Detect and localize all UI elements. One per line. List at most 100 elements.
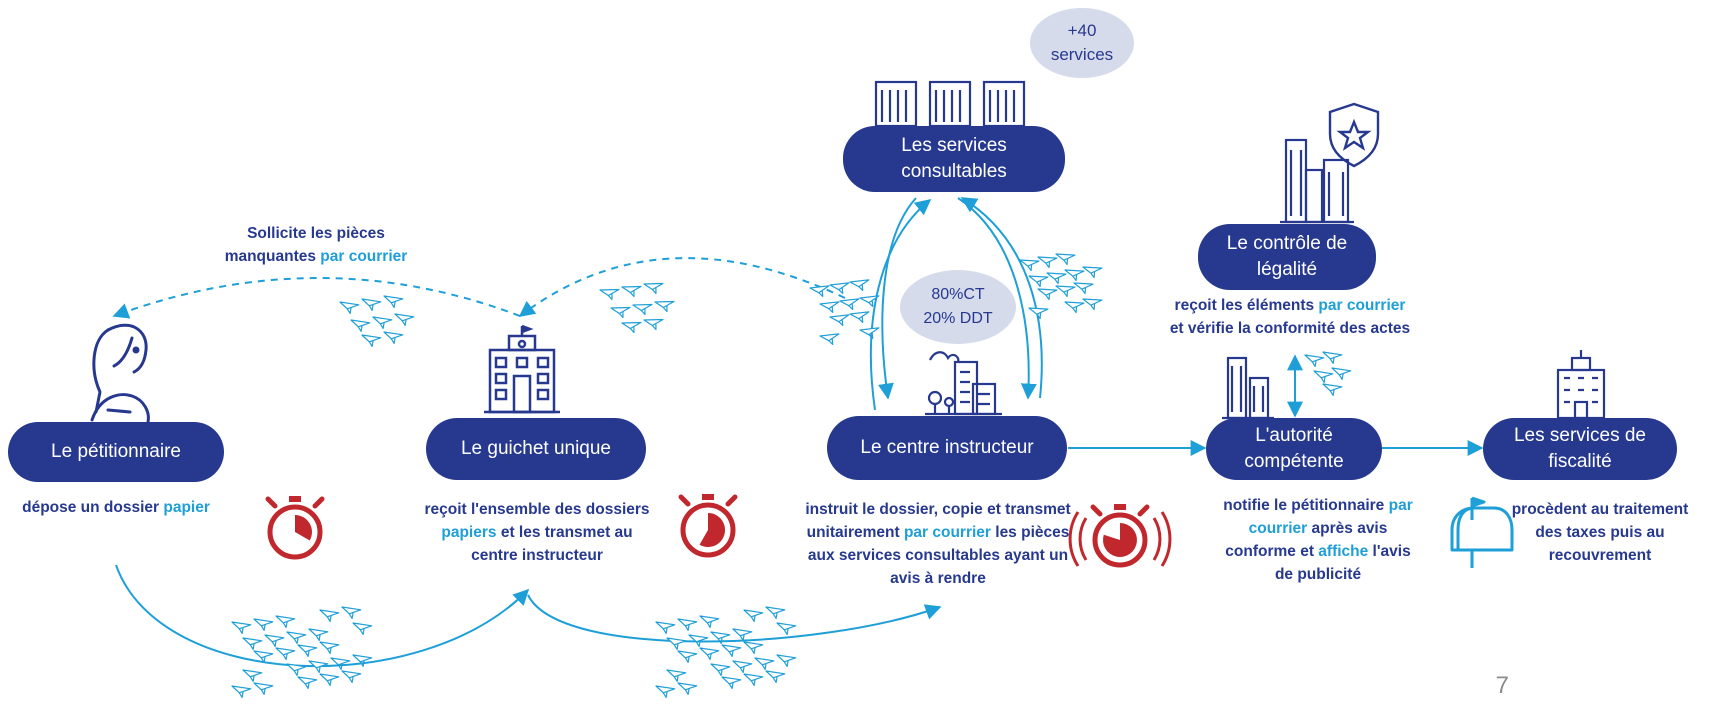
paper-plane-icon — [765, 667, 787, 685]
paper-plane-icon — [743, 670, 765, 688]
paper-plane-icon — [352, 619, 374, 637]
text-highlight: par courrier — [320, 248, 408, 265]
text-line: aux services consultables ayant un — [807, 547, 1069, 564]
node-services-fiscalite: Les services de fiscalité — [1483, 418, 1677, 480]
paper-plane-icon — [1082, 261, 1105, 281]
paper-plane-icon — [253, 615, 275, 633]
paper-plane-icon — [1055, 248, 1078, 268]
paper-plane-icon — [666, 634, 688, 652]
office-towers-icon — [1280, 138, 1354, 224]
paper-plane-icon — [1055, 280, 1078, 300]
text-segment: notifie le pétitionnaire — [1223, 497, 1389, 514]
paper-plane-icon — [621, 316, 644, 336]
dashed-arrow-to-guichet — [518, 257, 846, 317]
paper-plane-icon — [643, 313, 666, 333]
text-highlight: par courrier — [903, 524, 991, 541]
paper-plane-icon — [319, 670, 341, 688]
paper-plane-icon — [1322, 348, 1344, 366]
text-line: procèdent au traitement — [1511, 501, 1689, 518]
paper-plane-icon — [286, 660, 308, 678]
controle-description: reçoit les éléments par courrier et véri… — [1150, 294, 1430, 340]
paper-plane-icon — [350, 316, 372, 334]
paper-plane-icon — [286, 628, 308, 646]
paper-plane-icon — [1313, 367, 1335, 385]
paper-plane-icon — [319, 606, 341, 624]
paper-plane-icon — [732, 657, 754, 675]
text-highlight: affiche — [1318, 543, 1369, 560]
buildings-icon — [874, 80, 1026, 128]
paper-plane-icon — [361, 295, 383, 313]
arrow-services-to-centre-a — [877, 197, 917, 400]
text-segment: reçoit les éléments — [1174, 297, 1319, 314]
paper-plane-icon — [297, 673, 319, 691]
paper-plane-icon — [1082, 293, 1105, 313]
paper-plane-icon — [383, 292, 405, 310]
text-highlight: courrier — [1248, 520, 1308, 537]
shield-star-icon — [1328, 102, 1380, 168]
paper-plane-icon — [372, 313, 394, 331]
text-segment: après avis — [1307, 520, 1388, 537]
paper-plane-icon — [341, 603, 363, 621]
node-label: fiscalité — [1548, 451, 1612, 472]
node-label: Le guichet unique — [460, 438, 611, 459]
paper-plane-icon — [1064, 264, 1087, 284]
fiscalite-description: procèdent au traitement des taxes puis a… — [1490, 498, 1710, 567]
text-line: reçoit l'ensemble des dossiers — [424, 501, 650, 518]
paper-plane-icon — [677, 615, 699, 633]
text-line: instruit le dossier, copie et transmet — [805, 501, 1071, 518]
node-label: L'autorité — [1255, 425, 1333, 446]
text-segment: manquantes — [224, 248, 321, 265]
paper-plane-icon — [829, 276, 853, 298]
office-building-icon — [1556, 350, 1606, 420]
text-line: recouvrement — [1548, 547, 1652, 564]
paper-plane-icon — [776, 651, 798, 669]
paper-plane-icon — [1064, 296, 1087, 316]
paper-plane-icon — [1028, 302, 1051, 322]
paper-plane-icon — [643, 277, 666, 297]
text-line: centre instructeur — [471, 547, 603, 564]
text-segment: conforme et — [1225, 543, 1319, 560]
paper-plane-icon — [339, 298, 361, 316]
paper-plane-icon — [666, 666, 688, 684]
paper-plane-icon — [677, 647, 699, 665]
text-segment: l'avis — [1368, 543, 1411, 560]
paper-plane-icon — [765, 603, 787, 621]
paper-plane-icon — [319, 638, 341, 656]
text-line: des taxes puis au — [1535, 524, 1665, 541]
text-highlight: papiers — [441, 524, 497, 541]
paper-plane-icon — [743, 606, 765, 624]
paper-plane-icon — [677, 679, 699, 697]
node-guichet-unique: Le guichet unique — [426, 418, 646, 480]
bubble-line: 20% DDT — [923, 310, 993, 327]
text-segment: et les transmet au — [496, 524, 633, 541]
town-hall-icon — [484, 324, 560, 414]
paper-plane-icon — [688, 631, 710, 649]
bubble-line: +40 — [1067, 21, 1097, 40]
text-line: et vérifie la conformité des actes — [1169, 320, 1411, 337]
paper-plane-icon — [1046, 267, 1069, 287]
paper-plane-icon — [1037, 283, 1060, 303]
person-icon — [90, 323, 150, 424]
paper-plane-icon — [599, 283, 622, 303]
paper-plane-icon — [710, 660, 732, 678]
node-label: Le centre instructeur — [860, 437, 1034, 458]
stopwatch-icon — [268, 496, 322, 557]
guichet-description: reçoit l'ensemble des dossiers papiers e… — [392, 498, 682, 567]
node-label: Les services de — [1513, 425, 1646, 446]
text-line: avis à rendre — [890, 570, 986, 587]
paper-plane-icon — [654, 295, 677, 315]
node-label: consultables — [901, 161, 1007, 182]
text-highlight: par courrier — [1318, 297, 1406, 314]
paper-plane-icon — [1037, 251, 1060, 271]
paper-plane-icon — [383, 328, 405, 346]
autorite-description: notifie le pétitionnaire par courrier ap… — [1200, 494, 1436, 586]
curve-petitionnaire-to-guichet — [115, 564, 530, 668]
centre-description: instruit le dossier, copie et transmet u… — [778, 498, 1098, 590]
paper-plane-icon — [1304, 351, 1326, 369]
stopwatch-icon — [1068, 504, 1172, 566]
paper-plane-icon — [1073, 277, 1096, 297]
node-label: légalité — [1256, 259, 1318, 280]
